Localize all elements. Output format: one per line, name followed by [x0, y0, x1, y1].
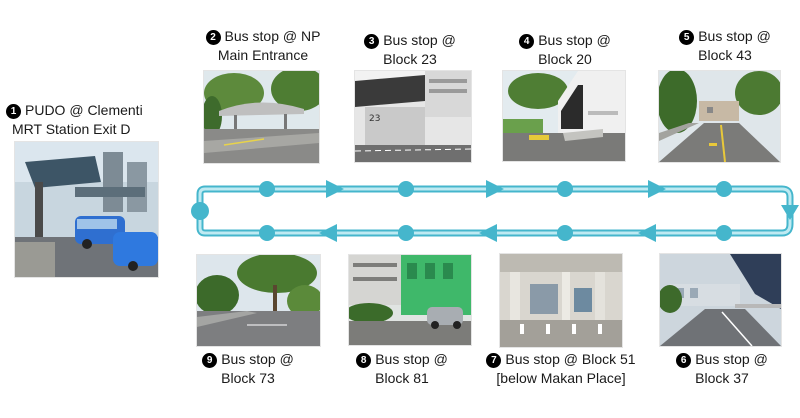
stop-name-line1: PUDO @ Clementi	[25, 102, 143, 118]
stop-name-line1: Bus stop @ Block 51	[505, 351, 636, 367]
stop-name-line1: Bus stop @	[538, 32, 611, 48]
stop-name-line2: Block 23	[383, 51, 437, 67]
triangle-arrow-icon	[781, 205, 799, 220]
stop-number-badge: 3	[364, 34, 380, 49]
stop-dot-8	[398, 225, 414, 241]
stop-name-line2: Block 73	[221, 370, 275, 386]
block-20-building-photo	[502, 70, 626, 162]
stop-name-line2: Block 43	[698, 47, 752, 63]
stop-dot-7	[557, 225, 573, 241]
block-23-building-photo: 23	[354, 70, 472, 163]
block-73-road-photo	[196, 254, 321, 347]
triangle-arrow-icon	[326, 180, 344, 198]
stop-number-badge: 4	[519, 34, 535, 49]
stop-name-line2: Block 37	[695, 370, 749, 386]
stop-number-badge: 6	[676, 353, 692, 368]
stop-name-line2: [below Makan Place]	[496, 370, 626, 386]
route-track	[198, 187, 792, 235]
block-43-road-photo	[658, 70, 781, 163]
stop-name-line2: Main Entrance	[217, 47, 309, 63]
triangle-arrow-icon	[486, 180, 504, 198]
stop-dot-4	[557, 181, 573, 197]
stop-number-badge: 5	[679, 30, 695, 45]
block-81-green-building-photo	[348, 254, 472, 346]
block-51-undercroft-photo	[499, 253, 623, 348]
block-37-road-photo	[659, 253, 782, 347]
stop-number-badge: 8	[356, 353, 372, 368]
stop-name-line1: Bus stop @	[221, 351, 294, 367]
svg-text:23: 23	[369, 114, 380, 124]
stop-dot-9	[259, 225, 275, 241]
stop-dot-3	[398, 181, 414, 197]
stop-name-line1: Bus stop @	[695, 351, 768, 367]
triangle-arrow-icon	[648, 180, 666, 198]
stop-number-badge: 1	[6, 104, 21, 119]
stop-name-line1: Bus stop @	[375, 351, 448, 367]
stop-name-line1: Bus stop @ NP	[224, 28, 321, 44]
stop-dot-start	[191, 202, 209, 220]
stop-label-1: 1 PUDO @ Clementi MRT Station Exit D	[6, 101, 166, 139]
stop-dot-2	[259, 181, 275, 197]
stop-dot-6	[716, 225, 732, 241]
stop-name-line2: Block 20	[538, 51, 592, 67]
triangle-arrow-icon	[638, 224, 656, 242]
stop-name-line1: Bus stop @	[383, 32, 456, 48]
bus-shelter-photo	[203, 70, 320, 164]
stop-number-badge: 9	[202, 353, 218, 368]
stop-number-badge: 7	[486, 353, 502, 368]
triangle-arrow-icon	[479, 224, 497, 242]
stop-dot-5	[716, 181, 732, 197]
mrt-station-taxi-photo	[14, 141, 159, 278]
stop-number-badge: 2	[205, 30, 221, 45]
stop-name-line1: Bus stop @	[698, 28, 771, 44]
triangle-arrow-icon	[319, 224, 337, 242]
stop-name-line2: MRT Station Exit D	[12, 121, 131, 137]
stop-name-line2: Block 81	[375, 370, 429, 386]
